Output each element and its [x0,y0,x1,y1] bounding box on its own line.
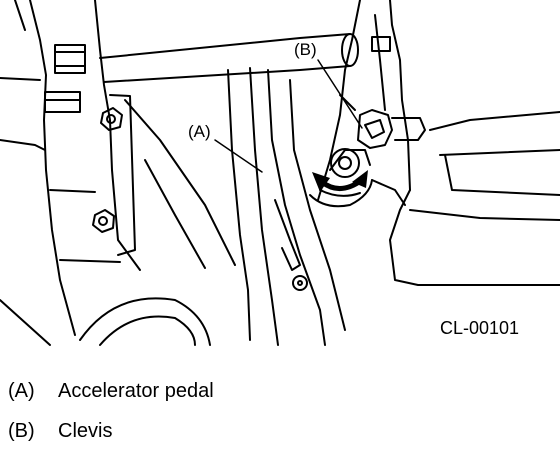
leader-lines [214,59,363,173]
plate-hole [292,275,308,291]
firewall-bracket [0,0,236,336]
figure-id: CL-00101 [440,318,519,338]
leader-line-a [214,139,263,173]
lower-housing [0,297,211,346]
legend-key-b: (B) [8,420,35,442]
arrow-heads [312,170,368,192]
legend-label-b: Clevis [58,420,113,442]
legend-item-a: (A) Accelerator pedal [8,379,214,403]
leader-line-b [317,59,363,129]
right-bracket [317,0,560,286]
support-tube [99,33,359,83]
callout-a-label: (A) [188,122,211,141]
left-stud-bolts [44,44,86,113]
callout-b-label: (B) [294,40,317,59]
pedal-arm [227,67,346,346]
bracket-nuts [92,107,123,233]
legend-key-a: (A) [8,380,35,402]
legend-item-b: (B) Clevis [8,419,112,443]
legend-label-a: Accelerator pedal [58,380,214,402]
